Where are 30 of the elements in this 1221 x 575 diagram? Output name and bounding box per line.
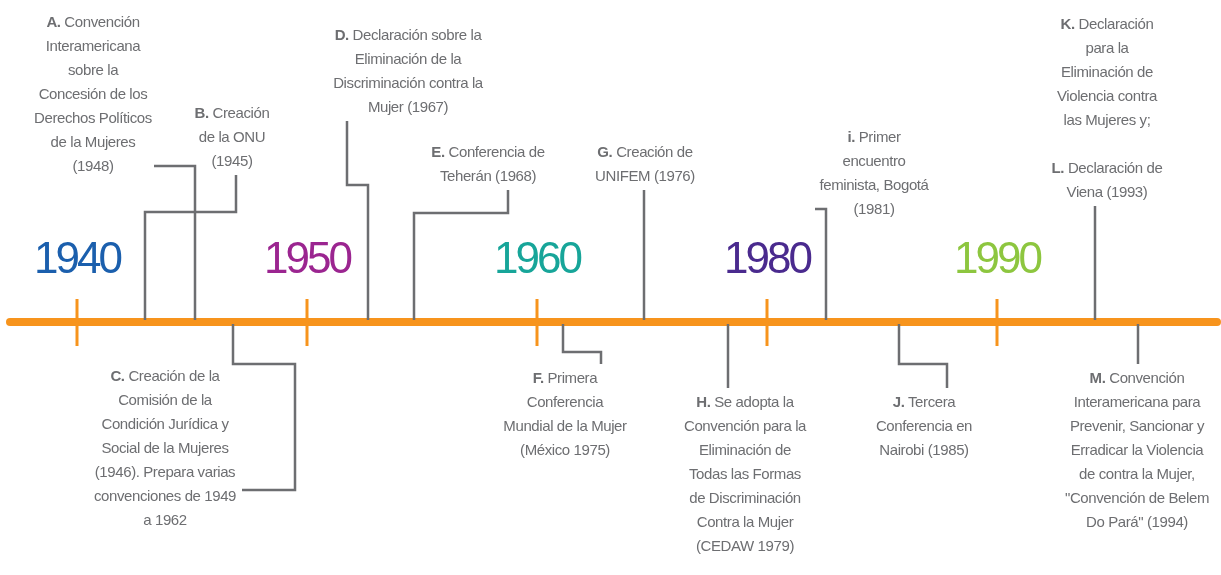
leader-line xyxy=(561,324,603,364)
leader-line xyxy=(412,190,510,320)
leader-line xyxy=(897,324,949,388)
event-text: M. Convención Interamericana para Prevenir, Sancionar y Erradicar la Violencia de contra la Mujer, "Convención de Belem Do Pará" (1994) xyxy=(1063,368,1211,532)
event-text: A. Convención Interamericana sobre la Concesión de los Derechos Políticos de la Mujeres (1948) xyxy=(34,12,152,176)
leader-line xyxy=(726,324,730,388)
year-label: 1990 xyxy=(953,234,1042,282)
leader-line xyxy=(143,175,238,320)
year-label: 1940 xyxy=(33,234,122,282)
leader-line xyxy=(345,121,370,320)
leader-line xyxy=(231,324,297,492)
event-text: G. Creación de UNIFEM (1976) xyxy=(594,142,696,186)
leader-line xyxy=(815,207,828,320)
event-text: J. Tercera Conferencia en Nairobi (1985) xyxy=(874,392,974,460)
year-label: 1980 xyxy=(723,234,812,282)
event-text: K. Declaración para la Eliminación de Violencia contra las Mujeres y; xyxy=(1055,14,1159,130)
event-text: D. Declaración sobre la Eliminación de la Discriminación contra la Mujer (1967) xyxy=(332,25,484,117)
event-text: H. Se adopta la Convención para la Eliminación de Todas las Formas de Discriminación Contra la Mujer (CEDAW 1979) xyxy=(682,392,808,556)
event-text: L. Declaración de Viena (1993) xyxy=(1050,158,1164,202)
year-label: 1950 xyxy=(263,234,352,282)
leader-line xyxy=(154,164,197,320)
event-text: F. Primera Conferencia Mundial de la Mujer (México 1975) xyxy=(502,368,628,460)
event-text: E. Conferencia de Teherán (1968) xyxy=(430,142,546,186)
event-text: C. Creación de la Comisión de la Condición Jurídica y Social de la Mujeres (1946). Prepara varias convenciones de 1949 a 1962 xyxy=(92,366,238,530)
leader-line xyxy=(1136,324,1140,364)
leader-line xyxy=(642,190,646,320)
event-text: i. Primer encuentro feminista, Bogotá (1981) xyxy=(818,127,930,219)
event-text: B. Creación de la ONU (1945) xyxy=(193,103,271,171)
leader-line xyxy=(1093,206,1097,320)
year-label: 1960 xyxy=(493,234,582,282)
